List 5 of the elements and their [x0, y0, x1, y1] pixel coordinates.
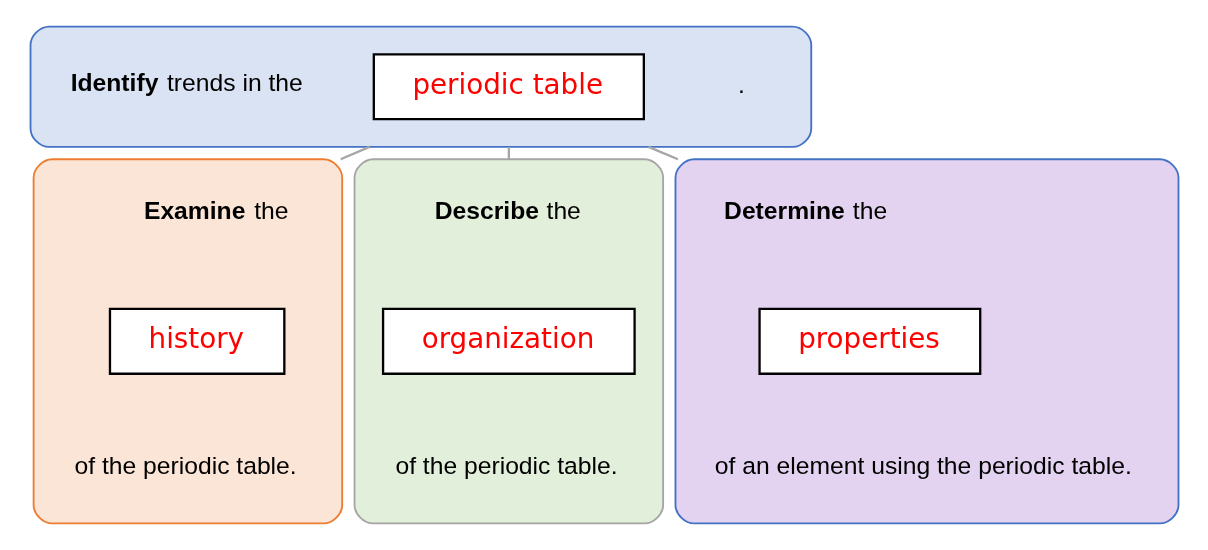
node-box: properties: [757, 307, 981, 375]
node-box: history: [108, 307, 285, 375]
node-box: organization: [381, 307, 636, 375]
connector: [339, 145, 370, 161]
node-box: periodic table: [372, 53, 645, 121]
